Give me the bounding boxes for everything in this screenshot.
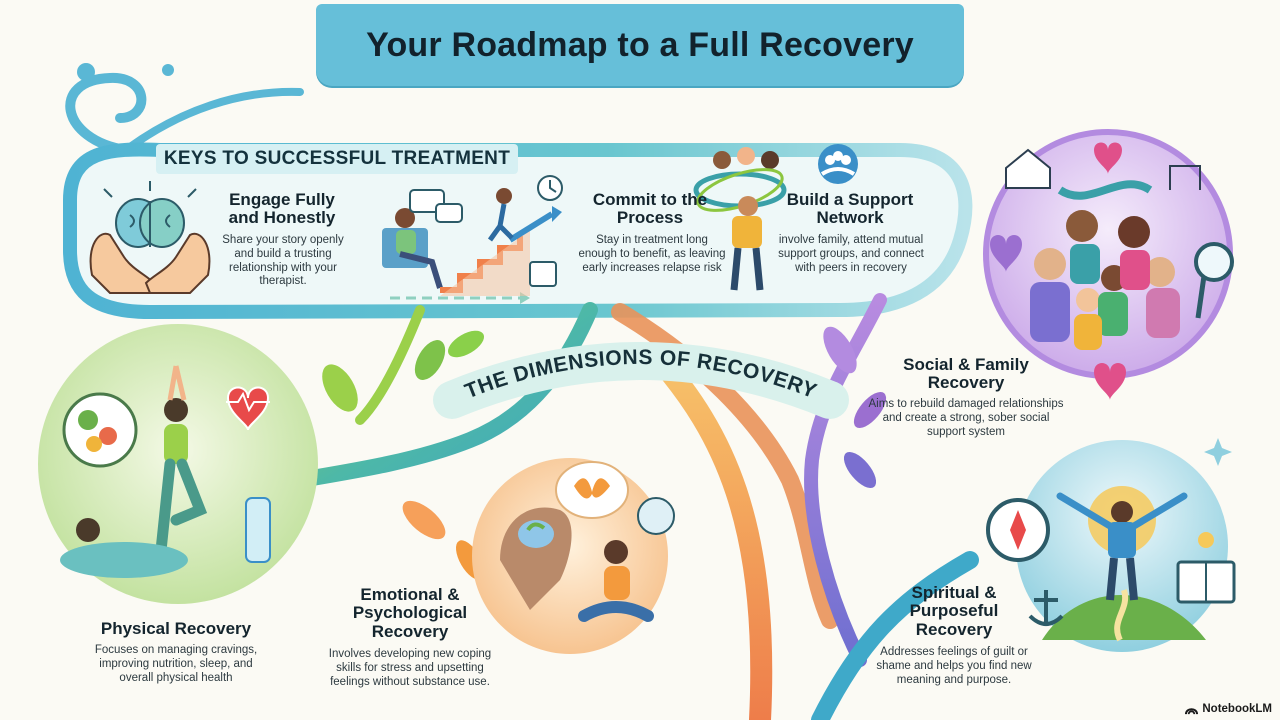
dimension-title-physical: Physical Recovery	[100, 619, 252, 638]
brand-label: NotebookLM	[1202, 703, 1272, 715]
key-title-engage: Engage Fully and Honestly	[228, 190, 336, 228]
dimension-desc-spiritual: Addresses feelings of guilt or shame and…	[876, 646, 1032, 687]
brand-watermark: NotebookLM	[1185, 701, 1272, 717]
key-desc-support: involve family, attend mutual support gr…	[778, 234, 924, 274]
dimension-desc-physical: Focuses on managing cravings, improving …	[94, 644, 258, 685]
yoga-pose-icon	[38, 324, 318, 604]
dimension-title-emotional: Emotional & Psychological Recovery	[352, 585, 468, 641]
group-icon	[693, 144, 858, 291]
keys-heading: KEYS TO SUCCESSFUL TREATMENT	[156, 144, 518, 174]
key-desc-engage: Share your story openly and build a trus…	[222, 234, 344, 288]
summit-icon	[986, 438, 1236, 652]
keys-path-band	[63, 142, 973, 320]
page-title: Your Roadmap to a Full Recovery	[366, 25, 914, 64]
dimension-title-social: Social & Family Recovery	[903, 355, 1029, 393]
title-banner: Your Roadmap to a Full Recovery	[316, 4, 964, 86]
dimension-title-spiritual: Spiritual & Purposeful Recovery	[909, 583, 999, 639]
notebooklm-logo-icon	[1185, 707, 1199, 714]
dimension-desc-social: Aims to rebuild damaged relationships an…	[868, 398, 1064, 439]
key-title-support: Build a Support Network	[786, 190, 914, 228]
climbing-stairs-icon	[382, 175, 563, 296]
dimensions-banner	[433, 342, 849, 419]
family-icon	[983, 129, 1234, 400]
vine-swirl-top-left	[65, 63, 304, 155]
dimension-desc-emotional: Involves developing new coping skills fo…	[328, 648, 492, 689]
brain-in-hands-icon	[89, 181, 211, 294]
key-desc-commit: Stay in treatment long enough to benefit…	[578, 234, 726, 274]
key-title-commit: Commit to the Process	[592, 190, 708, 228]
meditation-icon	[472, 458, 675, 654]
